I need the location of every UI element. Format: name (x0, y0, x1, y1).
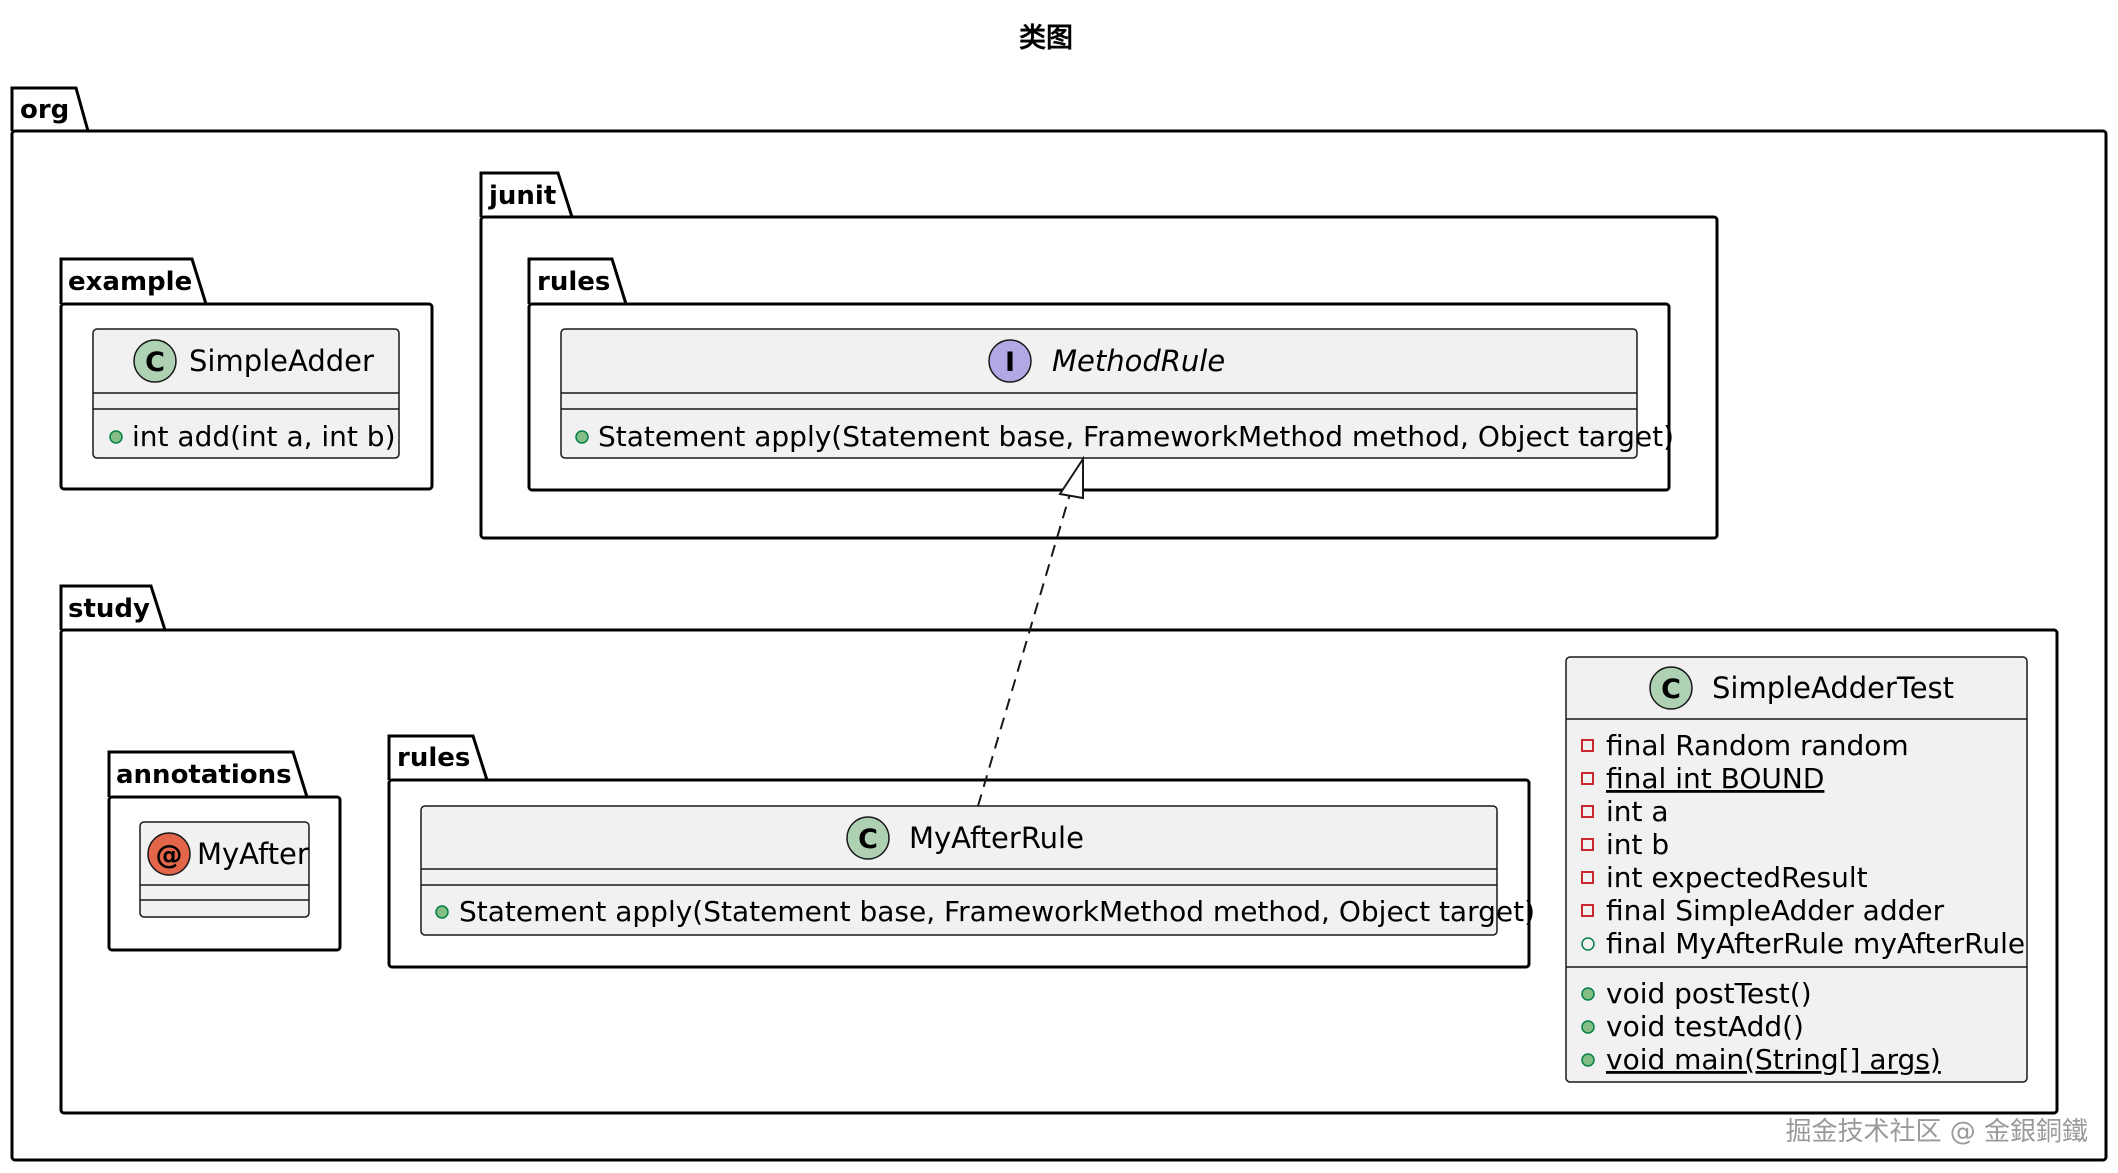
private-field-icon (1581, 871, 1594, 884)
package-study-rules: rules (387, 734, 1531, 969)
stereotype-letter: I (1005, 347, 1015, 378)
package-annotations: annotations (107, 750, 342, 952)
package-junit-rules: rules (527, 257, 1671, 492)
interface-stereotype-icon (988, 339, 1032, 383)
annotation-stereotype-icon (147, 832, 191, 876)
public-method-icon (1581, 1053, 1595, 1067)
static-field-item: final int BOUND (1606, 762, 1824, 795)
realization-relation (977, 455, 1084, 807)
watermark: 掘金技术社区 @ 金銀銅鐵 (1785, 1117, 2088, 1147)
package-label-example: example (68, 267, 192, 297)
public-method-icon (575, 430, 589, 444)
package-label-annotations: annotations (116, 760, 292, 790)
class-stereotype-icon (1649, 666, 1693, 710)
private-field-icon (1581, 904, 1594, 917)
field-item: final Random random (1606, 729, 1909, 762)
class-simple-adder[interactable]: C SimpleAdder int add(int a, int b) (92, 328, 400, 459)
class-name: MyAfterRule (909, 821, 1084, 855)
package-field-icon (1581, 937, 1595, 951)
class-my-after-rule[interactable]: C MyAfterRule Statement apply(Statement … (420, 805, 1535, 936)
public-method-icon (1581, 1020, 1595, 1034)
static-method-item: void main(String[] args) (1606, 1043, 1941, 1076)
field-item: final SimpleAdder adder (1606, 894, 1945, 927)
package-study: study (59, 584, 2059, 1115)
class-name: SimpleAdderTest (1712, 671, 1954, 705)
stereotype-letter: C (858, 824, 878, 855)
field-item: int expectedResult (1606, 861, 1868, 894)
stereotype-letter: C (145, 347, 165, 378)
stereotype-letter: C (1661, 674, 1681, 705)
class-stereotype-icon (133, 339, 177, 383)
package-label-org: org (20, 95, 69, 125)
field-item: int b (1606, 828, 1669, 861)
public-method-icon (1581, 987, 1595, 1001)
class-name: SimpleAdder (189, 344, 374, 378)
package-label-junit-rules: rules (537, 267, 610, 297)
package-label-junit: junit (488, 181, 556, 211)
package-label-study-rules: rules (397, 743, 470, 773)
dashed-connector (977, 486, 1073, 807)
private-field-icon (1581, 739, 1594, 752)
method-item: void postTest() (1606, 977, 1812, 1010)
method-item: Statement apply(Statement base, Framewor… (598, 420, 1674, 453)
package-label-study: study (68, 594, 150, 624)
package-example: example (59, 257, 434, 491)
method-item: int add(int a, int b) (132, 420, 396, 453)
class-simple-adder-test[interactable]: C SimpleAdderTest final Random random fi… (1565, 656, 2028, 1083)
public-method-icon (435, 905, 449, 919)
method-item: void testAdd() (1606, 1010, 1804, 1043)
private-field-icon (1581, 805, 1594, 818)
public-method-icon (109, 430, 123, 444)
field-item: final MyAfterRule myAfterRule (1606, 927, 2025, 960)
annotation-name: MyAfter (197, 837, 309, 871)
annotation-my-after[interactable]: @ MyAfter (139, 821, 310, 918)
private-field-icon (1581, 838, 1594, 851)
class-stereotype-icon (846, 816, 890, 860)
interface-name: MethodRule (1052, 344, 1225, 378)
method-item: Statement apply(Statement base, Framewor… (459, 895, 1535, 928)
realization-arrowhead-icon (1058, 455, 1084, 500)
private-field-icon (1581, 772, 1594, 785)
field-item: int a (1606, 795, 1669, 828)
package-junit: junit (479, 171, 1719, 540)
stereotype-letter: @ (156, 840, 183, 871)
package-org: org (10, 86, 2108, 1162)
interface-method-rule[interactable]: I MethodRule Statement apply(Statement b… (560, 328, 1674, 459)
diagram-title: 类图 (1019, 23, 1073, 54)
